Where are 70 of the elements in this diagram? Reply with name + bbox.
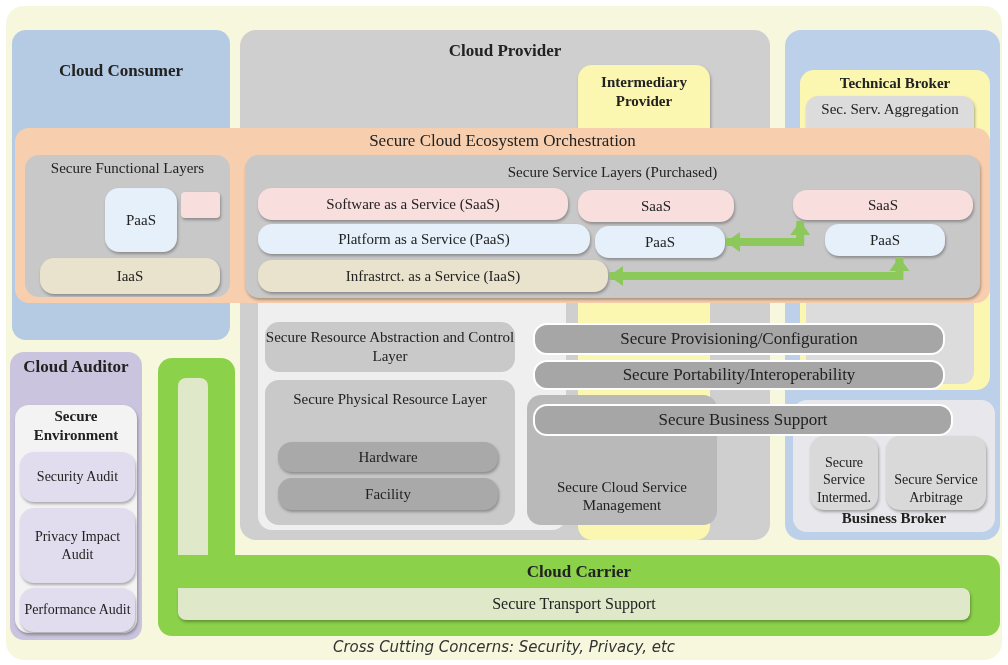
group-panel xyxy=(265,380,515,525)
box-label: Secure Provisioning/Configuration xyxy=(620,328,858,350)
layer-bar xyxy=(533,404,953,436)
box-label: PaaS xyxy=(645,232,675,252)
panel-heading: Technical Broker xyxy=(839,74,951,93)
box-label: Secure Transport Support xyxy=(492,594,656,614)
box-label: Secure Functional Layers xyxy=(50,159,205,178)
box-label: Secure Cloud Service Management xyxy=(556,477,688,515)
panel-heading: Cloud Provider xyxy=(448,40,562,62)
panel-heading: Cloud Consumer xyxy=(58,60,184,82)
box-label: Secure Resource Abstraction and Control Layer xyxy=(265,328,515,366)
box-label: Secure Service Arbitrage xyxy=(893,471,979,506)
box-label: PaaS xyxy=(126,210,156,230)
group-panel xyxy=(806,96,974,128)
layer-bar xyxy=(278,478,498,510)
box-label: Infrastrct. as a Service (IaaS) xyxy=(345,266,521,286)
layer-box xyxy=(793,190,973,220)
group-panel xyxy=(15,405,137,633)
layer-box xyxy=(886,436,986,510)
panel-heading: Secure Environment xyxy=(32,407,120,445)
layer-box xyxy=(265,322,515,372)
box-label: Sec. Serv. Aggregation xyxy=(821,100,959,119)
panel-heading: Cloud Carrier xyxy=(526,561,632,583)
box-label: Secure Service Layers (Purchased) xyxy=(507,163,718,182)
layer-bar xyxy=(258,224,590,254)
panel-heading: Business Broker xyxy=(841,509,947,528)
layer-bar xyxy=(533,360,945,390)
caption: Cross Cutting Concerns: Security, Privacy, etc xyxy=(331,638,677,656)
layer-box xyxy=(20,588,135,632)
box-label: SaaS xyxy=(868,195,898,215)
box-label: Hardware xyxy=(358,447,418,467)
layer-box xyxy=(105,188,177,252)
box-label: Privacy Impact Audit xyxy=(33,528,122,563)
layer-bar xyxy=(278,442,498,472)
role-panel xyxy=(800,70,990,128)
layer-bar xyxy=(533,323,945,355)
box-label: Facility xyxy=(365,484,411,504)
layer-box xyxy=(810,436,878,510)
double-arrow xyxy=(609,257,910,286)
box-label: Secure Cloud Ecosystem Orchestration xyxy=(369,130,636,152)
box-label: SaaS xyxy=(641,196,671,216)
role-panel xyxy=(578,65,710,128)
role-panel xyxy=(10,352,142,640)
group-panel xyxy=(25,155,230,297)
layer-bar xyxy=(258,188,568,220)
box-label: Platform as a Service (PaaS) xyxy=(338,229,510,249)
box-label: Secure Service Intermed. xyxy=(816,453,872,506)
layer-bar xyxy=(258,260,608,292)
box-label: Secure Business Support xyxy=(658,409,828,431)
role-panel xyxy=(240,30,770,128)
panel-heading: Intermediary Provider xyxy=(600,73,688,111)
layer-box xyxy=(825,224,945,256)
layer-box xyxy=(578,190,734,222)
layer-box xyxy=(20,452,135,502)
box-label: IaaS xyxy=(116,266,144,286)
layer-box xyxy=(595,226,725,258)
box-shape xyxy=(181,192,220,218)
box-label: Performance Audit xyxy=(24,601,131,619)
layer-box xyxy=(40,258,220,294)
group-panel xyxy=(245,155,980,298)
box-label: Secure Portability/Interoperability xyxy=(622,364,856,386)
box-label: Software as a Service (SaaS) xyxy=(326,194,500,214)
layer-box xyxy=(20,508,135,583)
box-label: Security Audit xyxy=(36,468,119,486)
layer-bar xyxy=(178,588,970,620)
box-label: Secure Physical Resource Layer xyxy=(293,390,487,409)
double-arrow xyxy=(726,221,811,252)
role-panel xyxy=(158,555,1000,636)
box-label: PaaS xyxy=(870,230,900,250)
panel-heading: Cloud Auditor xyxy=(23,356,129,378)
